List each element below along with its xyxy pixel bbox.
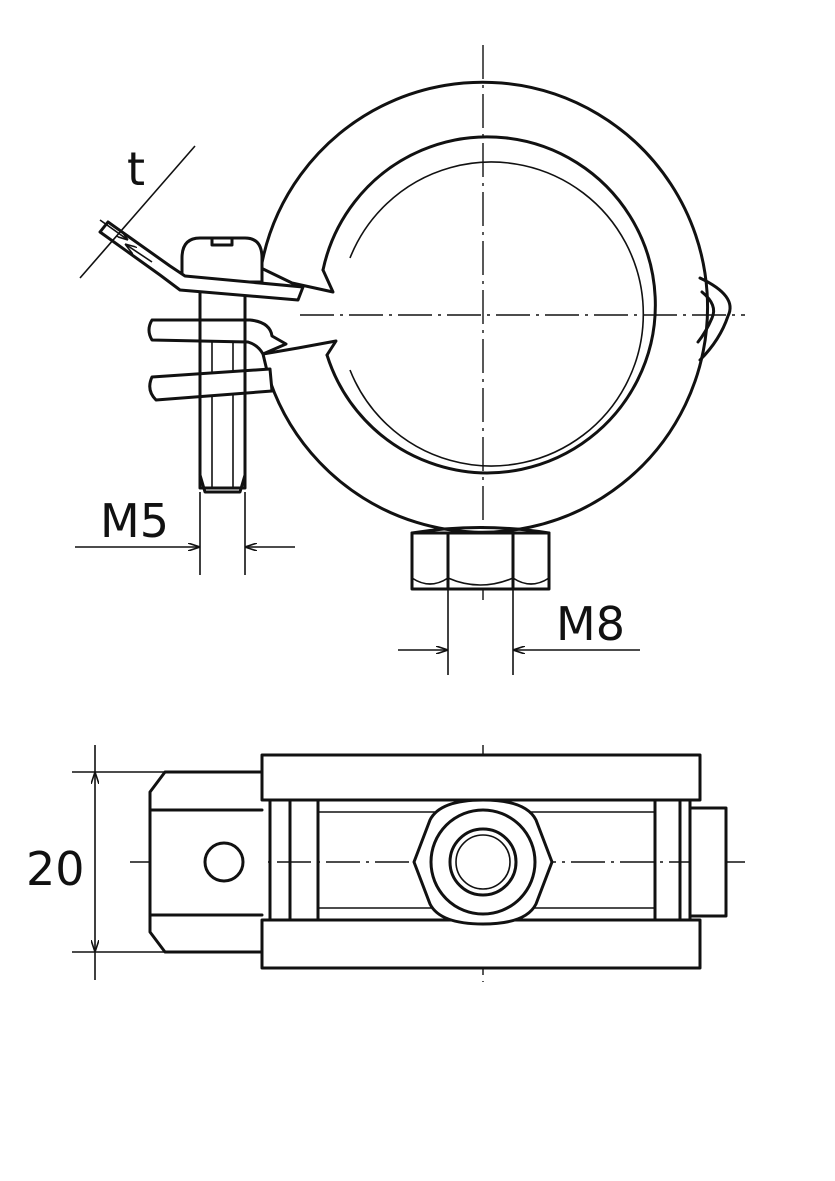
right-lug [698,276,732,362]
bottom-plate [260,918,702,970]
lower-jaw [261,339,338,377]
top-plate [260,753,702,802]
t-dimension-line [79,145,196,279]
nut-boss [410,526,551,535]
rubber-liner-line [349,161,645,467]
lower-tab [148,367,274,402]
m8-label: M8 [556,597,625,651]
right-lug-top-view [688,806,728,918]
screw-slot [210,236,234,247]
clamp-inner-ring [321,135,657,475]
t-label: t [127,142,145,196]
top-view: 20 [26,745,745,982]
height-label: 20 [26,842,85,896]
front-view: t M5 M8 [75,45,745,675]
screw-head [180,236,264,284]
hex-nut-m8 [410,531,551,591]
clamp-outer-ring [259,80,710,534]
middle-tab [147,318,288,356]
right-lug-inner [696,290,716,344]
m5-label: M5 [100,494,169,548]
nut-chamfer-circle [429,808,537,916]
hex-nut-top-view [412,798,554,926]
nut-thread-circle [448,827,518,897]
upper-jaw [259,266,335,294]
screw-tip [198,473,247,494]
screw-hole [203,841,245,883]
